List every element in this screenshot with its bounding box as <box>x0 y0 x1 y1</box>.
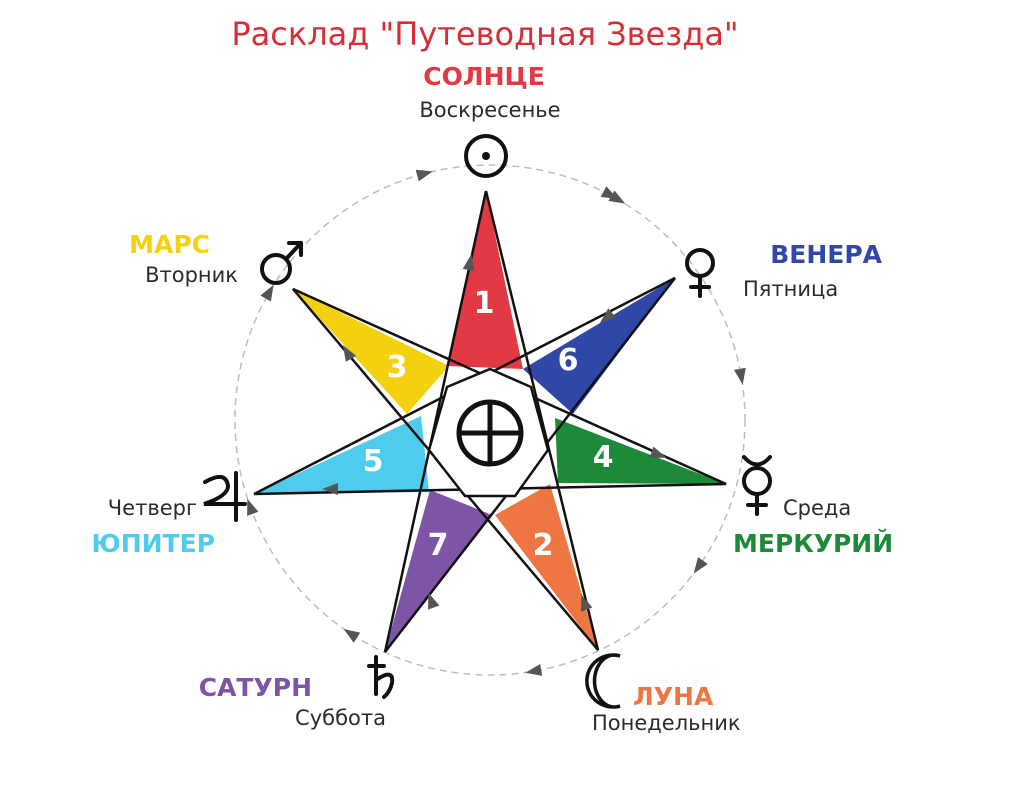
edge-arrow <box>649 446 667 458</box>
planet-name-venus: ВЕНЕРА <box>770 240 882 269</box>
orbit-arrow <box>343 628 361 643</box>
day-saturn: Суббота <box>295 706 386 730</box>
star-ray-saturn <box>385 490 492 652</box>
day-moon: Понедельник <box>592 711 741 735</box>
moon-symbol <box>585 653 621 709</box>
planet-name-mercury: МЕРКУРИЙ <box>733 529 893 558</box>
edge-arrow <box>462 254 475 271</box>
sun-symbol <box>464 134 508 178</box>
orbit-arrow <box>608 190 626 204</box>
star-ray-mercury <box>555 418 726 484</box>
edge-arrows <box>322 254 667 612</box>
planet-name-moon: ЛУНА <box>633 682 714 711</box>
day-jupiter: Четверг <box>108 496 197 520</box>
saturn-symbol <box>367 655 395 699</box>
card-numbers: 1 6 4 2 7 5 3 <box>363 286 614 563</box>
card-number-3: 3 <box>387 350 408 385</box>
planet-name-jupiter: ЮПИТЕР <box>91 529 215 558</box>
page-title: Расклад "Путеводная Звезда" <box>231 15 738 53</box>
card-number-4: 4 <box>593 440 614 475</box>
planet-name-sun: СОЛНЦЕ <box>423 62 545 91</box>
orbit-circle <box>234 164 746 676</box>
mars-symbol <box>260 241 303 285</box>
jupiter-symbol <box>203 471 247 522</box>
orbit-arrow <box>734 367 746 385</box>
star-ray-jupiter <box>254 416 429 494</box>
star-ray-mars <box>293 289 449 414</box>
edge-arrow <box>343 345 357 362</box>
orbit-arrow <box>247 498 259 516</box>
star-segments <box>254 191 726 652</box>
edge-arrow <box>428 592 440 610</box>
orbit-arrow <box>415 169 433 182</box>
card-number-6: 6 <box>558 343 579 378</box>
orbit-arrow <box>525 664 543 676</box>
star-ray-venus <box>523 278 675 414</box>
star-ray-moon <box>495 484 598 650</box>
day-sun: Воскресенье <box>419 98 560 122</box>
planet-name-saturn: САТУРН <box>199 673 312 702</box>
orbit-arrow <box>693 557 708 574</box>
earth-cross-symbol <box>456 399 524 467</box>
orbit-arrow <box>260 284 274 302</box>
planet-name-mars: МАРС <box>129 230 210 259</box>
edge-arrow <box>599 308 616 324</box>
edge-arrow <box>581 594 593 612</box>
card-number-5: 5 <box>363 444 384 479</box>
card-number-7: 7 <box>428 528 449 563</box>
card-number-2: 2 <box>533 528 554 563</box>
edge-arrow <box>322 483 338 495</box>
star-ray-sun <box>448 191 523 369</box>
day-mars: Вторник <box>145 263 238 287</box>
card-number-1: 1 <box>474 286 495 321</box>
venus-symbol <box>685 248 715 298</box>
mercury-symbol <box>742 455 772 516</box>
day-venus: Пятница <box>743 277 838 301</box>
day-mercury: Среда <box>783 496 851 520</box>
orbit-arrows <box>247 169 746 676</box>
